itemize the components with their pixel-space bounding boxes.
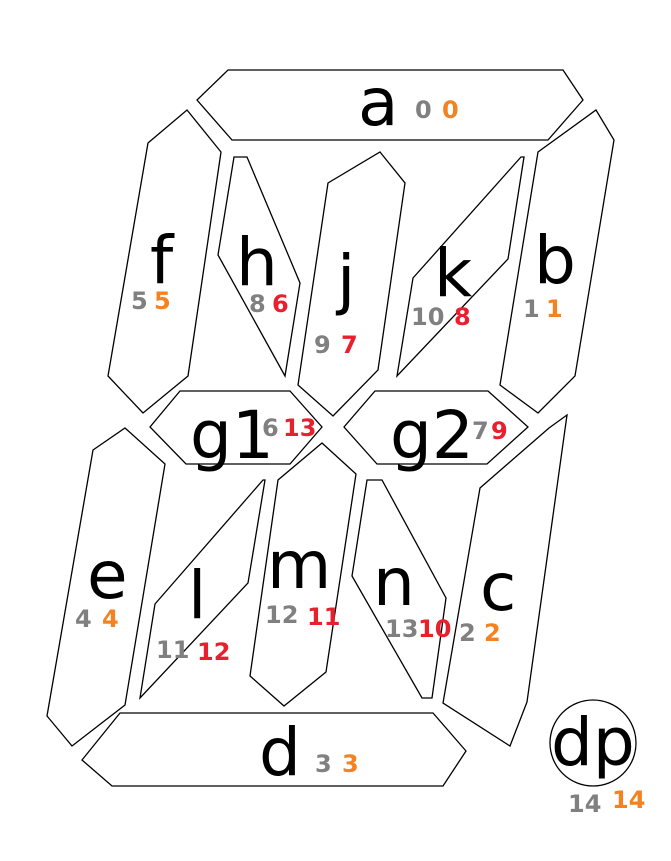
segment-d-shape: [81, 712, 467, 787]
segment-f-orange-index: 5: [154, 287, 171, 315]
segment-c: c 2 2: [442, 413, 568, 747]
segment-k-shape: [396, 156, 525, 378]
segment-m-red-index: 11: [307, 603, 340, 631]
segment-a-letter: a: [358, 64, 398, 141]
segment-g1: g1 6 13: [149, 390, 323, 474]
segment-e-orange-index: 4: [102, 605, 119, 633]
segment-h-gray-index: 8: [249, 290, 266, 318]
segment-g1-gray-index: 6: [262, 414, 279, 442]
segment-l: l 11 12: [139, 479, 266, 700]
segment-l-shape: [139, 479, 266, 700]
segment-e-letter: e: [87, 537, 128, 614]
segment-m: m 12 11: [249, 442, 357, 707]
segment-m-gray-index: 12: [265, 601, 298, 629]
segment-k-red-index: 8: [454, 303, 471, 331]
segment-m-letter: m: [267, 527, 331, 604]
segment-d-letter: d: [259, 714, 301, 791]
segment-g2-letter: g2: [390, 397, 474, 474]
segment-f-shape: [107, 109, 222, 414]
segment-c-letter: c: [480, 549, 516, 626]
segment-n-red-index: 10: [418, 615, 451, 643]
segment-k-gray-index: 10: [411, 303, 444, 331]
segment-m-shape: [249, 442, 357, 707]
segment-g1-letter: g1: [190, 397, 274, 474]
segment-j-shape: [297, 151, 406, 417]
segment-a-orange-index: 0: [442, 96, 459, 124]
segment-c-orange-index: 2: [484, 619, 501, 647]
segment-n-gray-index: 13: [385, 615, 418, 643]
segment-j-gray-index: 9: [314, 331, 331, 359]
segment-f-letter: f: [150, 222, 175, 299]
segment-k: k 10 8: [396, 156, 525, 378]
segment-g1-shape: [149, 390, 323, 465]
segment-e-gray-index: 4: [75, 605, 92, 633]
segment-l-letter: l: [188, 557, 206, 634]
segment-g1-red-index: 13: [283, 414, 316, 442]
segment-h-shape: [217, 156, 301, 378]
segment-j: j 9 7: [297, 151, 406, 417]
segment-g2-shape: [343, 390, 529, 465]
segment-l-gray-index: 11: [156, 636, 189, 664]
segment-n: n 13 10: [351, 479, 451, 699]
segment-b-letter: b: [534, 222, 576, 299]
segment-j-red-index: 7: [341, 331, 358, 359]
segment-e: e 4 4: [46, 427, 166, 747]
segment-g2: g2 7 9: [343, 390, 529, 474]
segment-c-gray-index: 2: [459, 619, 476, 647]
segment-dp: dp 14 14: [549, 699, 645, 818]
segment-h-red-index: 6: [272, 290, 289, 318]
segment-j-letter: j: [335, 241, 355, 318]
segment-d: d 3 3: [81, 712, 467, 791]
segment-k-letter: k: [434, 235, 473, 312]
segment-a-gray-index: 0: [415, 96, 432, 124]
segment-f: f 5 5: [107, 109, 222, 414]
segment-d-gray-index: 3: [315, 750, 332, 778]
segment-a-shape: [196, 69, 584, 141]
segment-b-shape: [499, 109, 615, 414]
segment-h: h 8 6: [217, 156, 301, 378]
segment-b: b 1 1: [499, 109, 615, 414]
segment-f-gray-index: 5: [131, 287, 148, 315]
segment-a: a 0 0: [196, 64, 584, 141]
segment-l-red-index: 12: [197, 638, 230, 666]
segment-dp-orange-index: 14: [612, 786, 645, 814]
segment-d-orange-index: 3: [342, 750, 359, 778]
segment-c-shape: [442, 413, 568, 747]
segment-e-shape: [46, 427, 166, 747]
segment-g2-red-index: 9: [491, 417, 508, 445]
segment-dp-shape: [549, 699, 637, 787]
segment-h-letter: h: [236, 224, 278, 301]
segment-n-letter: n: [373, 544, 415, 621]
segment-n-shape: [351, 479, 447, 699]
segment-b-gray-index: 1: [523, 295, 540, 323]
segment-g2-gray-index: 7: [472, 417, 489, 445]
segment-b-orange-index: 1: [546, 295, 563, 323]
segment-dp-gray-index: 14: [568, 790, 601, 818]
segment-dp-letter: dp: [551, 704, 635, 781]
